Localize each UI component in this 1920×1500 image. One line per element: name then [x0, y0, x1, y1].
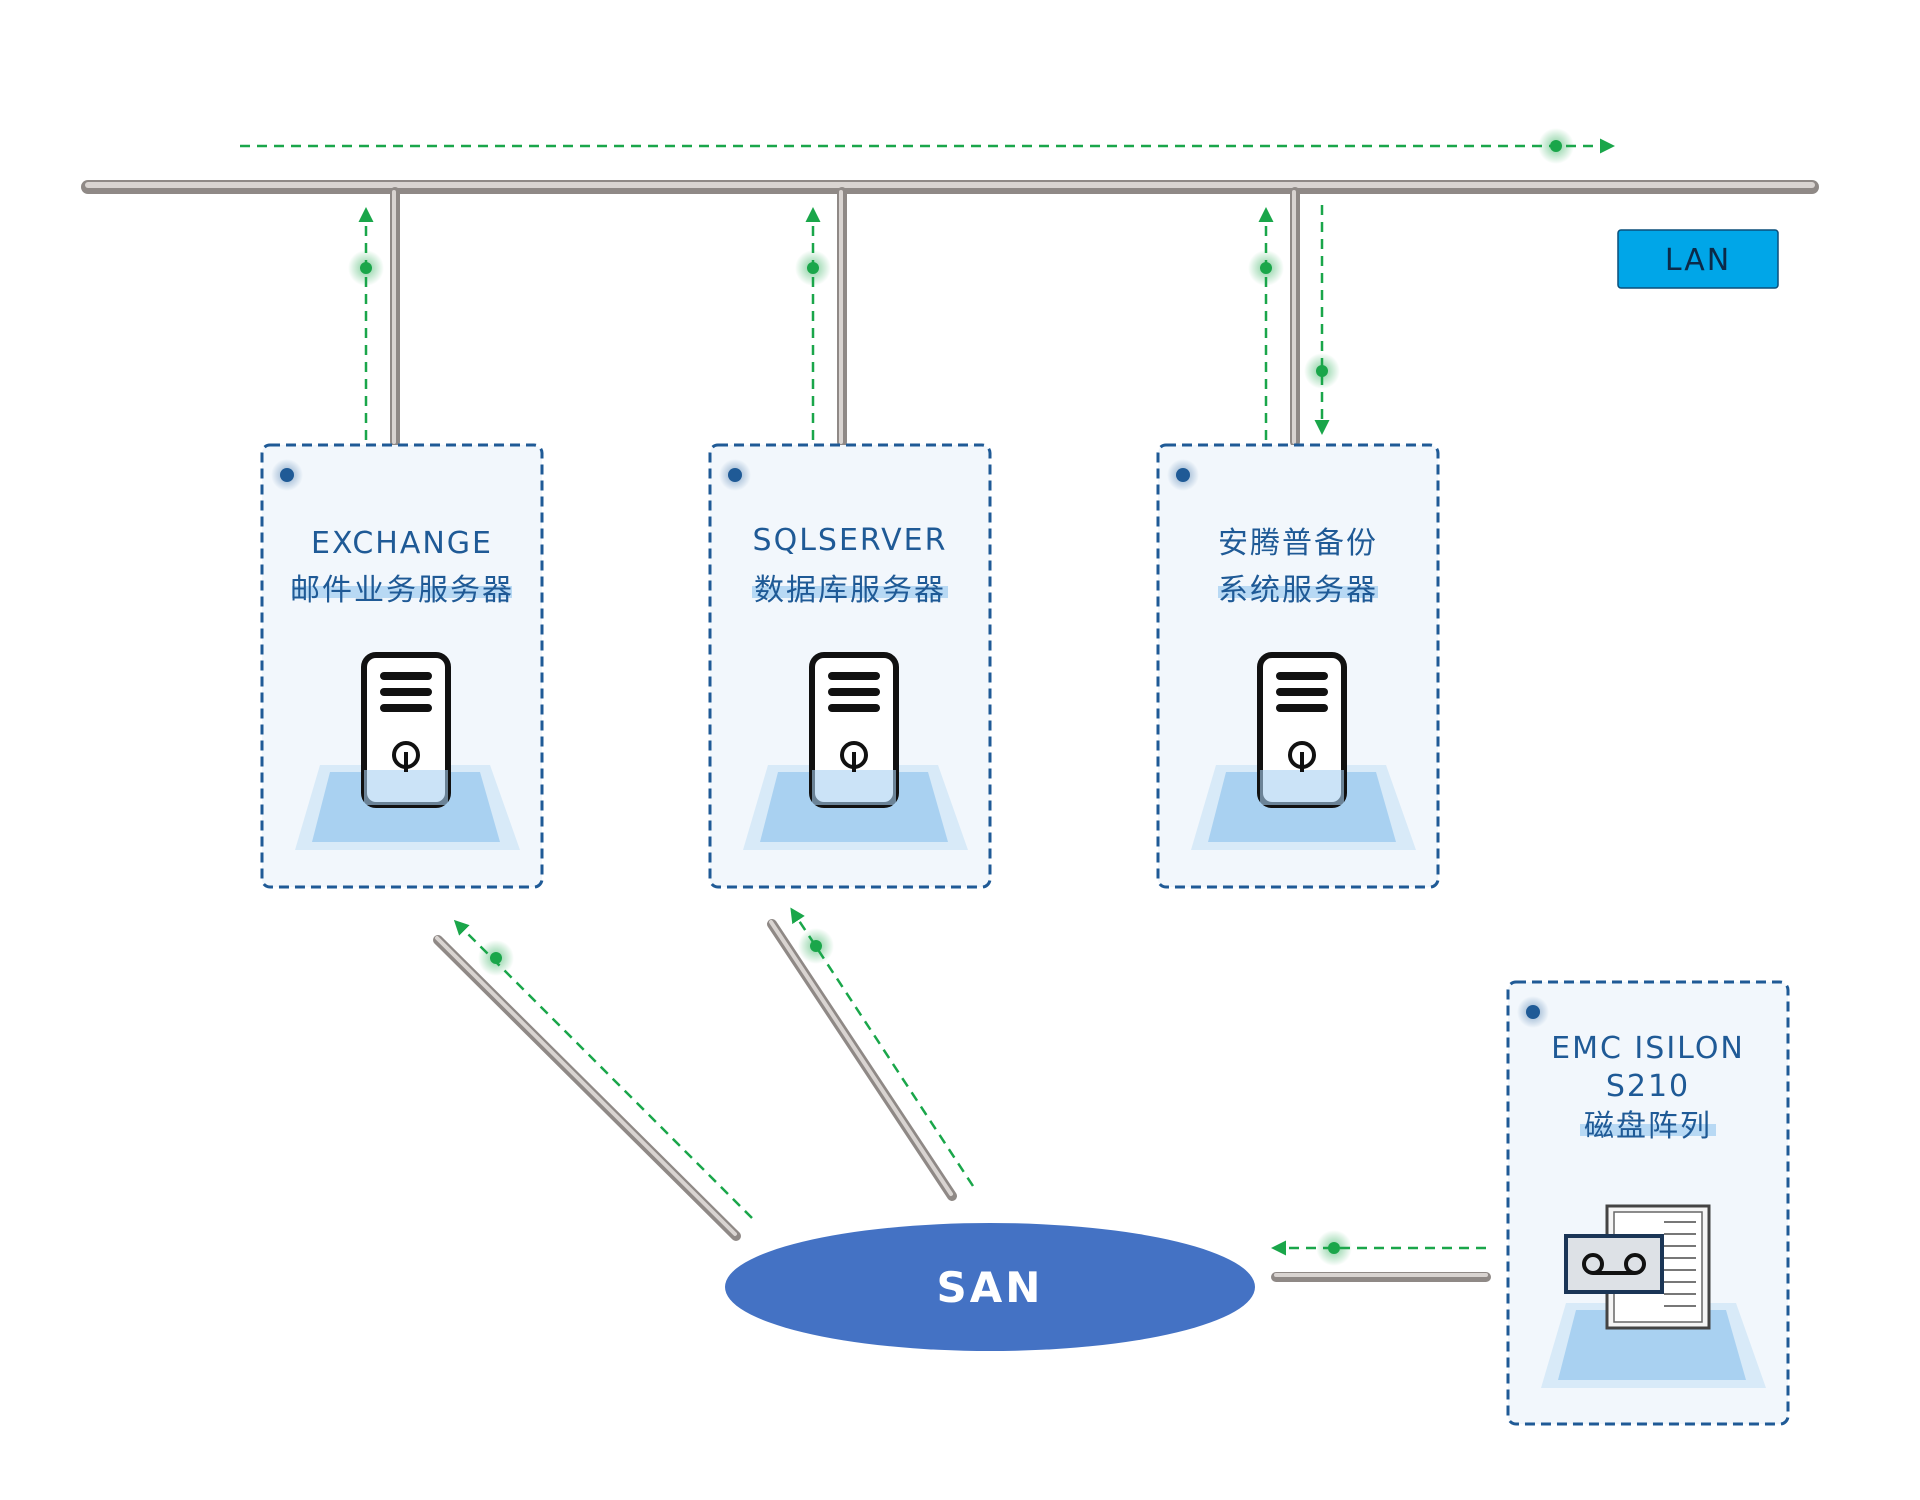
flow-lan-to-backup	[1304, 205, 1340, 435]
storage-title-line2: S210	[1606, 1069, 1690, 1104]
server-tower-icon	[295, 652, 520, 850]
san-network[interactable]: SAN	[725, 1223, 1255, 1351]
server-tower-icon	[743, 652, 968, 850]
server-card-backup[interactable]: 安腾普备份 系统服务器	[1156, 443, 1440, 889]
storage-title-line3: 磁盘阵列	[1584, 1109, 1712, 1144]
storage-title-line1: EMC ISILON	[1551, 1031, 1745, 1066]
flow-exchange-to-lan	[348, 207, 384, 440]
server-title-line1: EXCHANGE	[311, 526, 493, 561]
server-title-line1: 安腾普备份	[1218, 526, 1378, 561]
flow-sqlserver-to-lan	[795, 207, 831, 440]
server-title-line2: 邮件业务服务器	[290, 573, 514, 608]
server-title-line2: 系统服务器	[1218, 573, 1378, 608]
disk-array-icon	[1541, 1204, 1766, 1388]
lan-drop-backup	[1290, 187, 1300, 447]
flow-san-to-sqlserver	[790, 907, 975, 1187]
flow-backup-to-lan	[1248, 207, 1284, 440]
lan-label-box: LAN	[1617, 229, 1779, 289]
server-title-line1: SQLSERVER	[753, 523, 948, 558]
lan-drop-exchange	[390, 187, 400, 447]
san-pipe-storage	[1271, 1272, 1491, 1282]
server-tower-icon	[1191, 652, 1416, 850]
server-card-exchange[interactable]: EXCHANGE 邮件业务服务器	[260, 443, 544, 889]
server-title-line2: 数据库服务器	[754, 573, 946, 608]
san-pipe-exchange	[433, 935, 741, 1241]
lan-label: LAN	[1665, 243, 1731, 278]
storage-card[interactable]: EMC ISILON S210 磁盘阵列	[1506, 980, 1790, 1426]
lan-flow-arrow	[240, 128, 1615, 164]
lan-drop-sqlserver	[837, 187, 847, 447]
flow-san-to-exchange	[453, 919, 753, 1219]
flow-storage-to-san	[1271, 1230, 1486, 1266]
lan-bus	[81, 180, 1819, 194]
san-label: SAN	[937, 1263, 1044, 1312]
san-pipe-sqlserver	[767, 919, 957, 1201]
server-card-sqlserver[interactable]: SQLSERVER 数据库服务器	[708, 443, 992, 889]
